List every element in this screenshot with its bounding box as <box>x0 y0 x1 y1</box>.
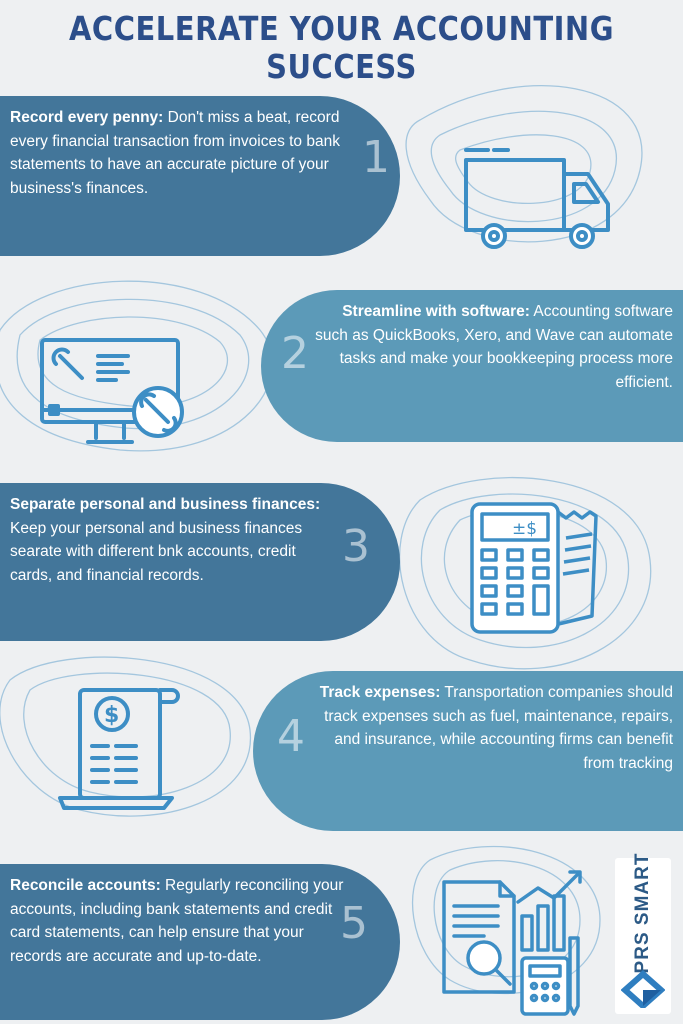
report-analysis-icon <box>442 870 582 1016</box>
prs-smart-logo: PRS SMART <box>615 853 671 1014</box>
svg-text:$: $ <box>104 703 119 728</box>
tip-body-1: Don't miss a beat, record every financia… <box>10 109 340 197</box>
tip-text-3: Separate personal and business finances:… <box>10 493 340 587</box>
tip-band-5: Reconcile accounts: Regularly reconcilin… <box>0 864 400 1020</box>
tip-number-4: 4 <box>277 711 305 762</box>
tip-body-3: Keep your personal and business finances… <box>10 519 303 584</box>
dollar-receipt-icon: $ <box>58 688 180 810</box>
tip-number-3: 3 <box>342 521 370 572</box>
tip-heading-2: Streamline with software: <box>342 303 530 320</box>
tip-band-2: 2 Streamline with software: Accounting s… <box>261 290 683 442</box>
logo-text: PRS SMART <box>632 852 653 974</box>
tip-heading-5: Reconcile accounts: <box>10 877 161 894</box>
tip-number-2: 2 <box>281 328 309 379</box>
logo-wordmark: PRS SMART <box>615 853 671 974</box>
tip-text-5: Reconcile accounts: Regularly reconcilin… <box>10 874 355 968</box>
tip-body-4: Transportation companies should track ex… <box>324 684 673 772</box>
tip-body-2: Accounting software such as QuickBooks, … <box>315 303 673 391</box>
tip-number-1: 1 <box>362 132 390 183</box>
tip-number-5: 5 <box>340 898 368 949</box>
tip-heading-1: Record every penny: <box>10 109 164 126</box>
page-title: ACCELERATE YOUR ACCOUNTING SUCCESS <box>68 9 615 87</box>
truck-icon <box>464 148 610 249</box>
tip-body-5: Regularly reconciling your accounts, inc… <box>10 877 344 965</box>
tip-heading-3: Separate personal and business finances: <box>10 496 321 513</box>
calculator-receipt-icon: ±$ <box>470 502 598 634</box>
logo-mark-icon <box>621 970 665 1008</box>
tip-band-1: Record every penny: Don't miss a beat, r… <box>0 96 400 256</box>
computer-settings-icon <box>40 338 184 444</box>
tip-text-4: Track expenses: Transportation companies… <box>313 681 673 775</box>
tip-text-2: Streamline with software: Accounting sof… <box>313 300 673 394</box>
tip-band-3: Separate personal and business finances:… <box>0 483 400 641</box>
tip-text-1: Record every penny: Don't miss a beat, r… <box>10 106 355 200</box>
tip-heading-4: Track expenses: <box>319 684 441 701</box>
svg-text:±$: ±$ <box>512 519 537 539</box>
tip-band-4: 4 Track expenses: Transportation compani… <box>253 671 683 831</box>
